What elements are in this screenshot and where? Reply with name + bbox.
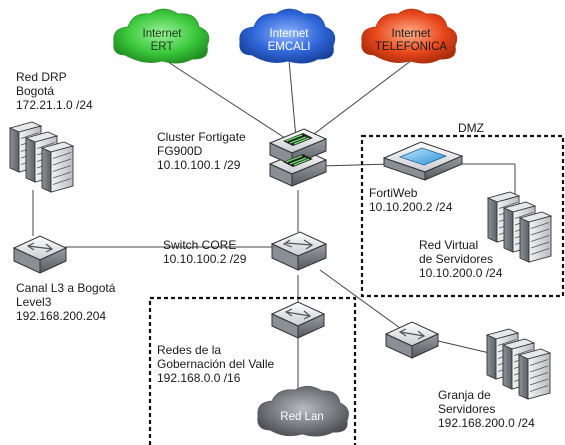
label-granja-line3: 192.168.200.0 /24 <box>438 416 535 430</box>
label-granja: Granja de Servidores 192.168.200.0 /24 <box>438 388 535 430</box>
fortiweb-icon <box>382 141 464 181</box>
label-red-virtual-line3: 10.10.200.0 /24 <box>419 266 503 280</box>
link-telefonica-fortigate <box>305 59 413 141</box>
canal-l3-router-icon <box>12 235 68 274</box>
label-fortigate: Cluster Fortigate FG900D 10.10.100.1 /29 <box>157 130 246 172</box>
label-canal-l3-line3: 192.168.200.204 <box>16 309 107 323</box>
label-red-drp-line1: Red DRP <box>16 70 67 84</box>
cloud-red-lan <box>257 385 349 437</box>
label-red-virtual-line1: Red Virtual <box>419 238 479 252</box>
link-ert-fortigate <box>164 59 289 141</box>
label-red-virtual: Red Virtual de Servidores 10.10.200.0 /2… <box>419 238 502 280</box>
link-fortigate-fortiweb <box>319 163 393 167</box>
label-canal-l3: Canal L3 a Bogotá Level3 192.168.200.204 <box>16 281 115 323</box>
switch-core-icon <box>270 231 328 271</box>
cloud-ert-line1: Internet <box>142 28 182 40</box>
label-red-drp-line2: Bogotá <box>16 84 55 98</box>
label-fortigate-line3: 10.10.100.1 /29 <box>157 158 241 172</box>
label-gobernacion: Redes de la Gobernación del Valle 192.16… <box>157 343 274 385</box>
cloud-emcali-line1: Internet <box>269 28 309 40</box>
label-switch-core-line1: Switch CORE <box>163 238 237 252</box>
label-dmz: DMZ <box>458 121 484 135</box>
label-fortiweb-line2: 10.10.200.2 /24 <box>369 200 453 214</box>
cloud-internet-ert <box>113 8 210 64</box>
label-red-drp: Red DRP Bogotá 172.21.1.0 /24 <box>16 70 93 112</box>
label-switch-core-line2: 10.10.100.2 /29 <box>163 252 247 266</box>
label-red-drp-line3: 172.21.1.0 /24 <box>16 98 93 112</box>
cloud-internet-emcali <box>239 8 336 64</box>
label-red-virtual-line2: de Servidores <box>419 252 494 266</box>
label-granja-line1: Granja de <box>438 388 491 402</box>
label-fortigate-line2: FG900D <box>157 144 203 158</box>
cloud-telefonica-label: Internet TELEFONICA <box>375 28 447 54</box>
cloud-ert-label: Internet ERT <box>143 28 182 54</box>
gobernacion-switch-icon <box>270 301 326 339</box>
label-canal-l3-line2: Level3 <box>16 295 52 309</box>
label-switch-core: Switch CORE 10.10.100.2 /29 <box>163 238 246 266</box>
cloud-lan-line1: Red Lan <box>280 411 324 423</box>
label-granja-line2: Servidores <box>438 402 496 416</box>
label-dmz-line1: DMZ <box>458 121 484 135</box>
cloud-ert-line2: ERT <box>150 41 174 53</box>
cloud-emcali-label: Internet EMCALI <box>268 28 311 54</box>
server-rack-drp-icon <box>8 121 75 193</box>
dmz-zone-border <box>360 134 565 298</box>
label-fortiweb: FortiWeb 10.10.200.2 /24 <box>369 186 452 214</box>
cloud-emcali-line2: EMCALI <box>267 41 311 53</box>
granja-switch-icon <box>384 321 440 359</box>
label-gobernacion-line2: Gobernación del Valle <box>157 357 275 371</box>
label-fortiweb-line1: FortiWeb <box>369 186 418 200</box>
link-switch-granja-switch <box>319 269 401 329</box>
cloud-lan-label: Red Lan <box>280 411 323 424</box>
cloud-internet-telefonica <box>361 8 458 64</box>
server-rack-virtual-icon <box>486 191 553 263</box>
label-fortigate-line1: Cluster Fortigate <box>157 130 246 144</box>
label-gobernacion-line1: Redes de la <box>157 343 222 357</box>
label-canal-l3-line1: Canal L3 a Bogotá <box>16 281 116 295</box>
fortigate-cluster-icon <box>268 128 328 187</box>
cloud-telefonica-line1: Internet <box>391 28 431 40</box>
gobernacion-zone-border <box>148 296 357 445</box>
server-rack-granja-icon <box>485 328 552 400</box>
link-emcali-fortigate <box>288 59 297 139</box>
connection-lines <box>32 59 516 388</box>
label-gobernacion-line3: 192.168.0.0 /16 <box>157 371 241 385</box>
cloud-telefonica-line2: TELEFONICA <box>374 41 448 53</box>
